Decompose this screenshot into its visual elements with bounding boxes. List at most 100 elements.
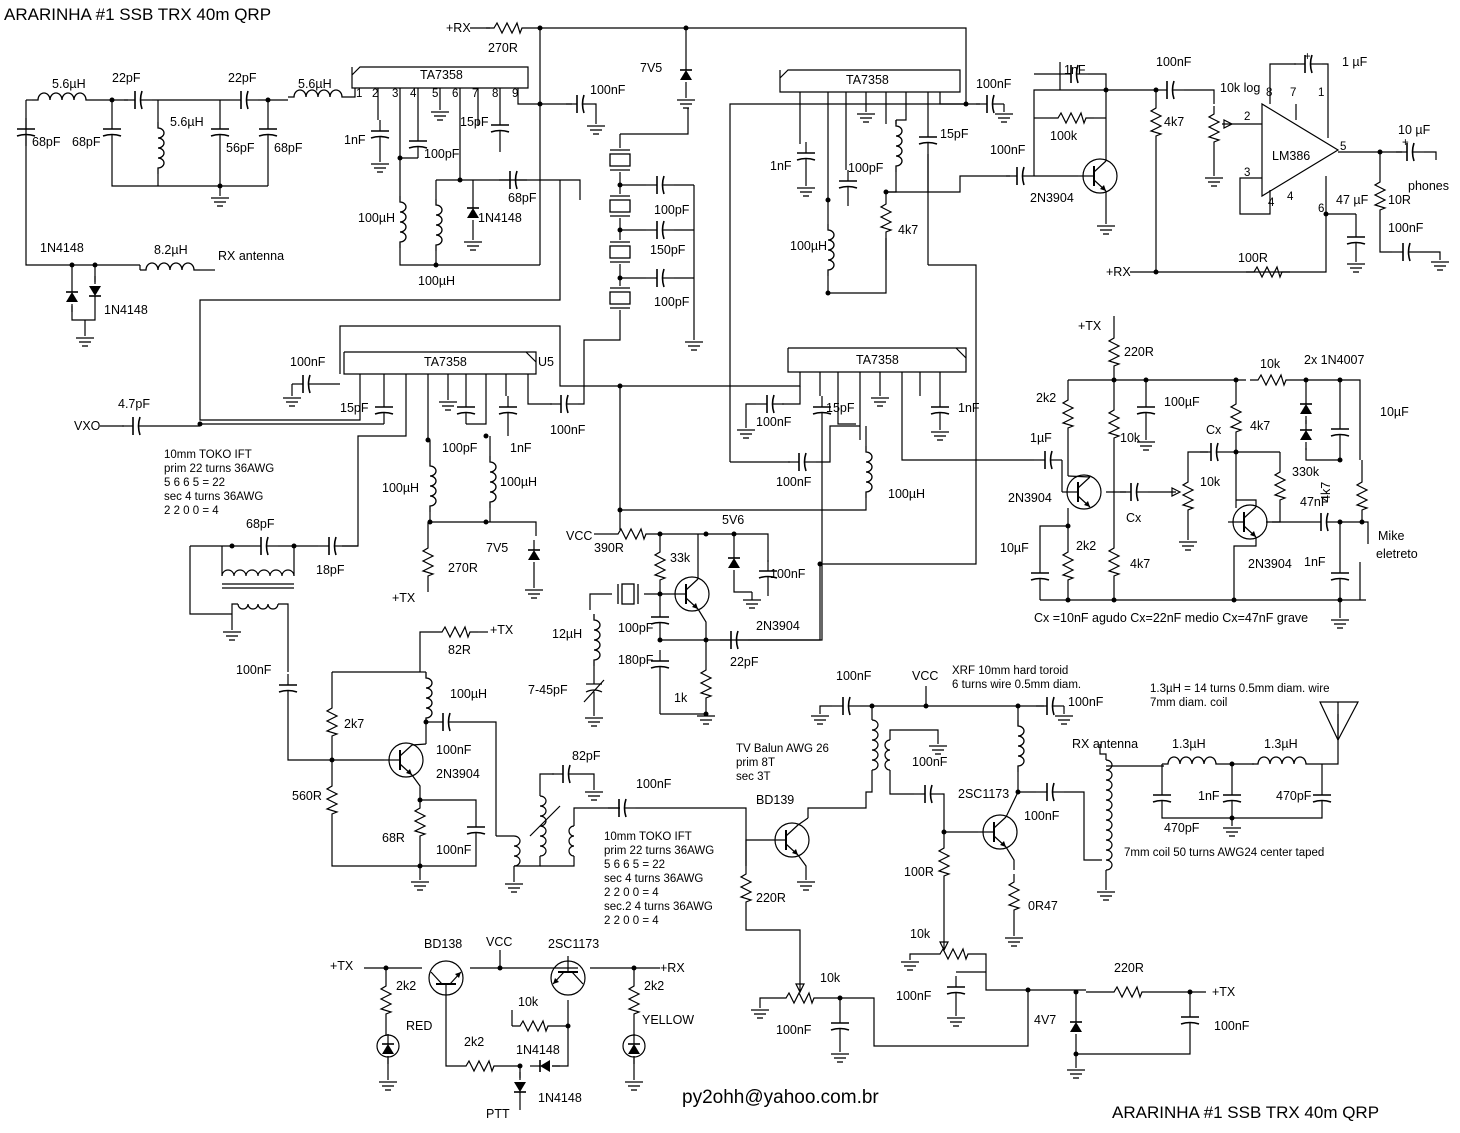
drv-l100u-label: 100µH bbox=[450, 687, 487, 701]
svg-text:+: + bbox=[1304, 51, 1311, 63]
mic-r10k-a-label: 10k bbox=[1260, 357, 1281, 371]
vxo-c745-label: 7-45pF bbox=[528, 683, 568, 697]
mic-c10u-b-label: 10µF bbox=[1380, 405, 1409, 419]
ift2-line-3: sec 4 turns 36AWG bbox=[604, 873, 703, 885]
drv-tx-label: +TX bbox=[490, 623, 514, 637]
af-c100n-b-label: 100nF bbox=[990, 143, 1026, 157]
ptt-yellow-label: YELLOW bbox=[642, 1013, 694, 1027]
ptt-label: PTT bbox=[486, 1107, 510, 1121]
ic1-pin-6: 6 bbox=[452, 88, 458, 100]
phones-label: phones bbox=[1408, 179, 1449, 193]
mic-r2k2-b-label: 2k2 bbox=[1076, 539, 1096, 553]
ic3-c100p-label: 100pF bbox=[442, 441, 478, 455]
ptt-rx-label: +RX bbox=[660, 961, 685, 975]
ic2-name: TA7358 bbox=[846, 73, 889, 87]
ic4-name: TA7358 bbox=[856, 353, 899, 367]
pa-c100n-d-label: 100nF bbox=[1024, 809, 1060, 823]
drv-c100n-d-label: 100nF bbox=[636, 777, 672, 791]
ptt-r2k2-b-label: 2k2 bbox=[644, 979, 664, 993]
rx-l-right-label: 5.6µH bbox=[298, 77, 332, 91]
af-q-label: 2N3904 bbox=[1030, 191, 1074, 205]
lm386-r100r-label: 100R bbox=[1238, 251, 1268, 265]
rx-l-left-label: 5.6µH bbox=[52, 77, 86, 91]
lm386-pot-label: 10k log bbox=[1220, 81, 1260, 95]
ic3-l100u-b-label: 100µH bbox=[500, 475, 537, 489]
pa-z4v7-label: 4V7 bbox=[1034, 1013, 1056, 1027]
ift1-line-4: 2 2 0 0 = 4 bbox=[164, 505, 219, 517]
ptt-r10k-label: 10k bbox=[518, 995, 539, 1009]
svg-text:3: 3 bbox=[1244, 167, 1250, 179]
pa-c100n-c-label: 100nF bbox=[912, 755, 948, 769]
svg-text:4: 4 bbox=[1268, 197, 1275, 209]
lpf-c470a-label: 470pF bbox=[1164, 821, 1200, 835]
rx-d1-label: 1N4148 bbox=[40, 241, 84, 255]
pa-c100n-e-label: 100nF bbox=[896, 989, 932, 1003]
ic3-c100n-b-label: 100nF bbox=[550, 423, 586, 437]
pa-r220b-label: 220R bbox=[1114, 961, 1144, 975]
pa-balun-1: TV Balun AWG 26 bbox=[736, 743, 829, 755]
vxo-oscillator: VCC 390R 5V6 100nF 33k 2N3904 12µH 7-45p… bbox=[528, 513, 823, 727]
pa-bd139-label: BD139 bbox=[756, 793, 794, 807]
lm386-c10u-label: 10 µF bbox=[1398, 123, 1431, 137]
mic-r4k7-c-label: 4k7 bbox=[1130, 557, 1150, 571]
pa-tx-label: +TX bbox=[1212, 985, 1236, 999]
lpf-note-1: 1.3µH = 14 turns 0.5mm diam. wire bbox=[1150, 683, 1330, 695]
ic3-l100u-a-label: 100µH bbox=[382, 481, 419, 495]
ic1-l100u-b-label: 100µH bbox=[418, 274, 455, 288]
svg-text:2: 2 bbox=[1244, 111, 1250, 123]
ift2-line-0: 10mm TOKO IFT bbox=[604, 831, 692, 843]
author-email: py2ohh@yahoo.com.br bbox=[682, 1087, 879, 1108]
ic1-pin-5: 5 bbox=[432, 88, 438, 100]
mic-cx-b-label: Cx bbox=[1126, 511, 1142, 525]
lpf-rx-ant-label: RX antenna bbox=[1072, 737, 1138, 751]
mic-d-label: 2x 1N4007 bbox=[1304, 353, 1365, 367]
ic3-z-label: 7V5 bbox=[486, 541, 508, 555]
pa-c100n-a-label: 100nF bbox=[836, 669, 872, 683]
ic2-c100p-label: 100pF bbox=[848, 161, 884, 175]
vxo-l12u-label: 12µH bbox=[552, 627, 582, 641]
ic1-d-label: 1N4148 bbox=[478, 211, 522, 225]
ic2-c1n-label: 1nF bbox=[770, 159, 792, 173]
ic4-ta7358: TA7358 100nF 15pF 100µH 1nF 100nF bbox=[610, 347, 1034, 641]
svg-text:4: 4 bbox=[1287, 191, 1294, 203]
vxo-c100n-label: 100nF bbox=[770, 567, 806, 581]
ptt-switching: +TX BD138 VCC 2SC1173 +RX 2k2 RED 2k2 YE… bbox=[330, 935, 694, 1121]
ic3-ta7358-u5: TA7358 U5 100nF 15pF VXO 4.7pF 100µH 100… bbox=[74, 180, 610, 605]
lpf-l2-label: 1.3µH bbox=[1264, 737, 1298, 751]
pa-balun-3: sec 3T bbox=[736, 771, 771, 783]
af-rx-label: +RX bbox=[1106, 265, 1131, 279]
zener-top-label: 7V5 bbox=[640, 61, 662, 75]
rx-c-right-label: 22pF bbox=[228, 71, 257, 85]
drv-c68p-label: 68pF bbox=[246, 517, 275, 531]
ic1-c100n-label: 100nF bbox=[590, 83, 626, 97]
ic1-r270-label: 270R bbox=[488, 41, 518, 55]
rx-c-left-label: 22pF bbox=[112, 71, 141, 85]
title-bottom: ARARINHA #1 SSB TRX 40m QRP bbox=[1112, 1103, 1379, 1122]
ic2-c15p-label: 15pF bbox=[940, 127, 969, 141]
ic1-c100p-label: 100pF bbox=[424, 147, 460, 161]
mic-r10k-b-label: 10k bbox=[1120, 431, 1141, 445]
ic2-l100u-label: 100µH bbox=[790, 239, 827, 253]
ic3-tx-label: +TX bbox=[392, 591, 416, 605]
vxo-c22p-label: 22pF bbox=[730, 655, 759, 669]
drv-q-label: 2N3904 bbox=[436, 767, 480, 781]
plus-rx-top: +RX bbox=[446, 21, 471, 35]
mic-c1u-label: 1µF bbox=[1030, 431, 1052, 445]
drv-c100n-a-label: 100nF bbox=[236, 663, 272, 677]
pa-xrf-note-1: XRF 10mm hard toroid bbox=[952, 665, 1068, 677]
rx-l-mid-label: 5.6µH bbox=[170, 115, 204, 129]
low-pass-filter: 1.3µH = 14 turns 0.5mm diam. wire 7mm di… bbox=[1072, 683, 1359, 901]
mic-cx-note: Cx =10nF agudo Cx=22nF medio Cx=47nF gra… bbox=[1034, 611, 1308, 625]
ic3-c47p-label: 4.7pF bbox=[118, 397, 150, 411]
ptt-r2k2-a-label: 2k2 bbox=[396, 979, 416, 993]
af-c100n-a-label: 100nF bbox=[1156, 55, 1192, 69]
ic4-c1n-label: 1nF bbox=[958, 401, 980, 415]
svg-text:7: 7 bbox=[1290, 87, 1296, 99]
drv-c100n-c-label: 100nF bbox=[436, 843, 472, 857]
af-r4k7-label: 4k7 bbox=[1164, 115, 1184, 129]
mic-c1n-label: 1nF bbox=[1304, 555, 1326, 569]
drv-r2k7-label: 2k7 bbox=[344, 717, 364, 731]
lpf-c1n-label: 1nF bbox=[1198, 789, 1220, 803]
